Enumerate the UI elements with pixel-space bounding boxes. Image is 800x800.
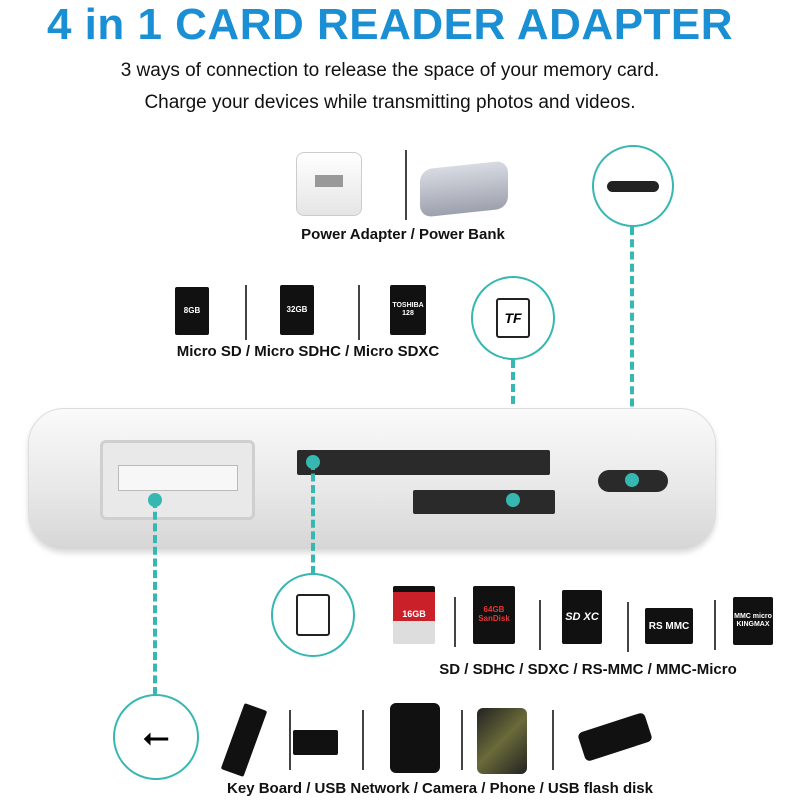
tf-slot-callout: TF	[471, 276, 555, 360]
micro-sd-slot	[413, 490, 555, 514]
sd-card-icon	[296, 594, 330, 636]
micro-sd-label: Micro SD / Micro SDHC / Micro SDXC	[176, 343, 440, 360]
micro-sd-card-icon: 8GB	[175, 287, 209, 335]
lightning-port-icon	[607, 180, 659, 192]
usb-network-adapter-icon	[293, 730, 338, 755]
micro-sdhc-card-icon: 32GB	[280, 285, 314, 335]
sdxc-card-icon: SD XC	[562, 590, 602, 644]
mmc-micro-card-text: MMC micro KINGMAX	[734, 613, 772, 628]
sd-slot	[297, 450, 550, 475]
page-title: 4 in 1 CARD READER ADAPTER	[46, 0, 734, 49]
divider	[461, 710, 463, 770]
micro-sdxc-card-text: TOSHIBA 128	[392, 302, 424, 317]
usb-flash-disk-icon	[577, 711, 653, 763]
tf-card-icon: TF	[496, 298, 530, 338]
divider	[358, 285, 360, 340]
divider	[539, 600, 541, 650]
usb-icon: ⭠	[142, 717, 170, 756]
rs-mmc-card-text: RS MMC	[648, 620, 690, 632]
divider	[627, 602, 629, 652]
connector-line	[630, 227, 634, 480]
lightning-port-callout	[592, 145, 674, 227]
connector-line	[153, 500, 157, 695]
micro-sd-card-text: 8GB	[183, 305, 201, 315]
sdhc-card-text: 64GB SanDisk	[478, 605, 510, 623]
camera-icon	[390, 703, 440, 773]
usb-devices-label: Key Board / USB Network / Camera / Phone…	[227, 780, 653, 797]
usb-port	[100, 440, 255, 520]
power-bank-icon	[420, 160, 508, 218]
keyboard-icon	[220, 703, 268, 777]
power-adapter-icon	[296, 152, 362, 216]
subtitle-line-2: Charge your devices while transmitting p…	[144, 92, 636, 113]
rs-mmc-card-icon: RS MMC	[645, 608, 693, 644]
divider	[552, 710, 554, 770]
power-label: Power Adapter / Power Bank	[301, 226, 505, 243]
divider	[362, 710, 364, 770]
marker-dot	[506, 493, 520, 507]
phone-icon	[477, 708, 527, 774]
sd-card-text: 16GB	[402, 609, 426, 620]
divider	[714, 600, 716, 650]
sd-label: SD / SDHC / SDXC / RS-MMC / MMC-Micro	[439, 661, 737, 678]
usb-port-callout: ⭠	[113, 694, 199, 780]
divider	[405, 150, 407, 220]
micro-sdhc-card-text: 32GB	[286, 304, 308, 314]
sdhc-card-icon: 64GB SanDisk	[473, 586, 515, 644]
connector-line	[311, 462, 315, 574]
sd-slot-callout	[271, 573, 355, 657]
divider	[289, 710, 291, 770]
divider	[245, 285, 247, 340]
divider	[454, 597, 456, 647]
subtitle-line-1: 3 ways of connection to release the spac…	[120, 60, 660, 81]
sdxc-card-text: SD XC	[565, 610, 599, 623]
micro-sdxc-card-icon: TOSHIBA 128	[390, 285, 426, 335]
sd-card-icon: 16GB	[393, 586, 435, 644]
mmc-micro-card-icon: MMC micro KINGMAX	[733, 597, 773, 645]
marker-dot	[625, 473, 639, 487]
